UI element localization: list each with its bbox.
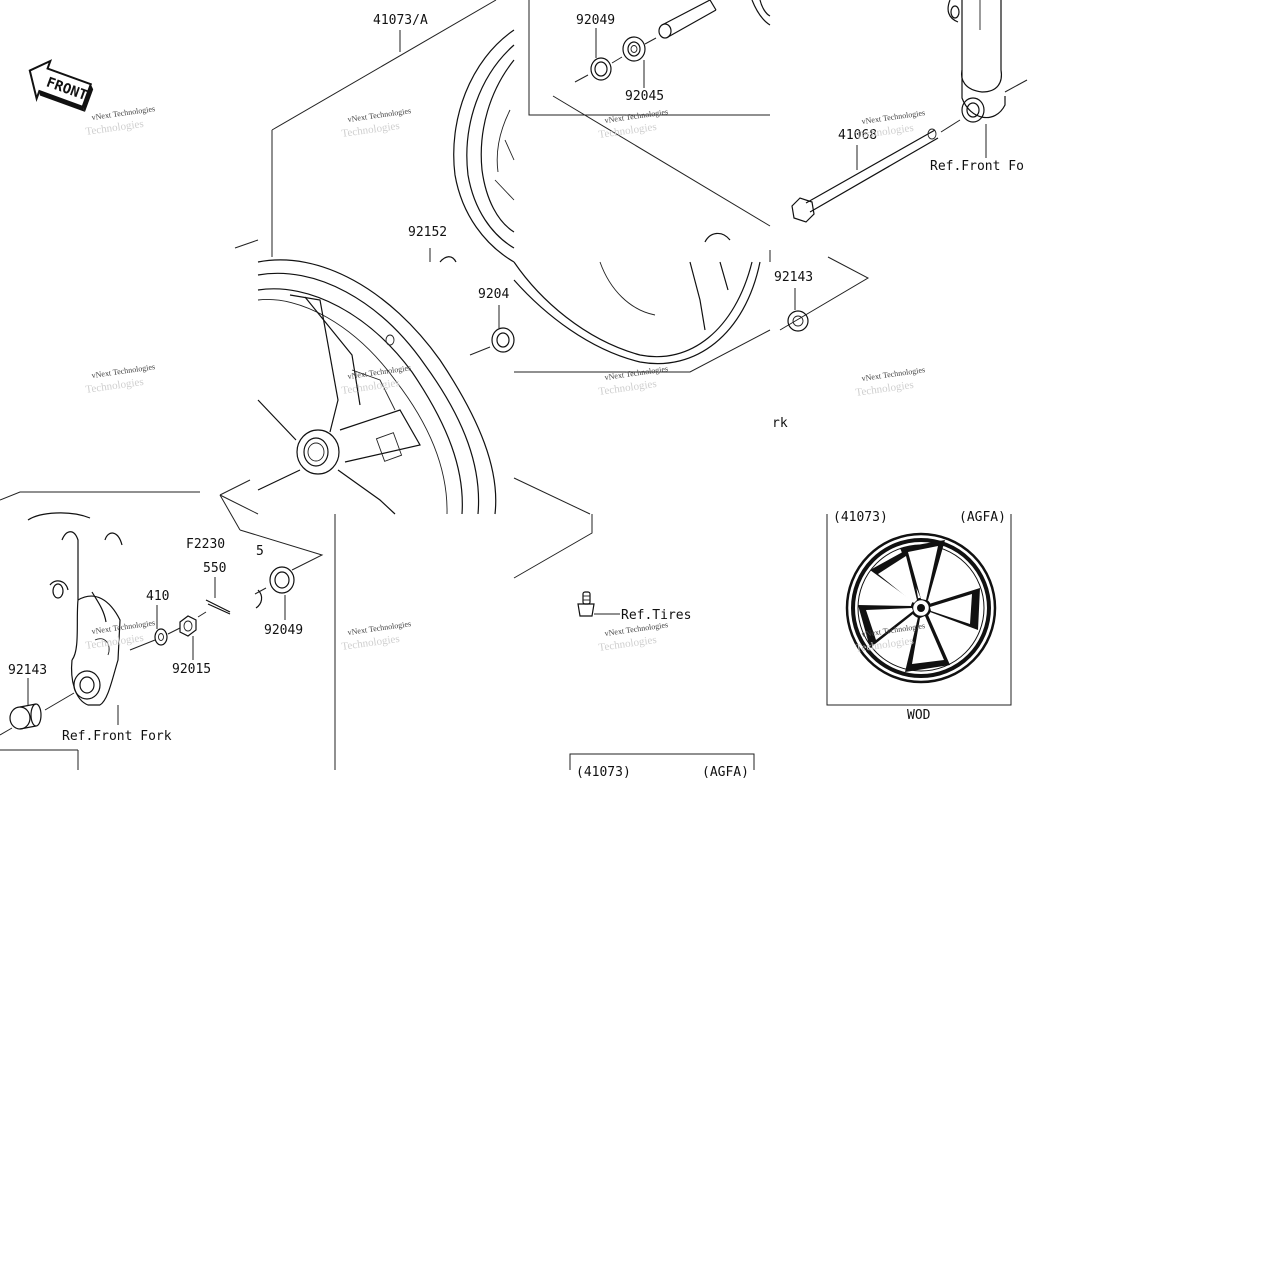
nut-92015 <box>179 615 197 637</box>
part-label-inset-code: (AGFA) <box>959 510 1006 525</box>
wheel-top-view <box>234 0 515 263</box>
watermark-text: vNext Technologies <box>604 107 669 125</box>
watermark-text: vNext Technologies <box>604 364 669 382</box>
part-label-ref-front-fork-left: Ref.Front Fork <box>62 729 172 744</box>
wheel-hub-view <box>219 248 591 515</box>
watermark-text: vNext Technologies <box>91 104 156 122</box>
part-label-collar-right: 92143 <box>774 270 813 285</box>
part-label-inset2-part: (41073) <box>576 765 631 780</box>
part-label-bearing-top: 92045 <box>625 89 664 104</box>
part-label-bearing-mid: 9204 <box>478 287 509 302</box>
front-arrow-icon: FRONT <box>28 59 94 112</box>
cotter-pin-550 <box>205 599 231 615</box>
watermark-text: vNext Technologies <box>347 106 412 124</box>
part-label-cotter-pin-code: F2230 <box>186 537 225 552</box>
oil-seal-92049-bottom <box>269 566 295 594</box>
axle-41068 <box>791 128 939 223</box>
part-label-nut-92015: 92015 <box>172 662 211 677</box>
part-label-collar-left-hub: 92152 <box>408 225 447 240</box>
variant-inset-box-2 <box>569 753 755 770</box>
variant-inset-box <box>826 514 1012 706</box>
collar-92143-right <box>787 310 809 332</box>
part-label-axle: 41068 <box>838 128 877 143</box>
part-label-oil-seal-bottom: 92049 <box>264 623 303 638</box>
fork-leg-right-view <box>791 0 1028 223</box>
part-label-ref-tires: Ref.Tires <box>621 608 691 623</box>
part-label-washer-410: 410 <box>146 589 169 604</box>
tire-valve <box>577 591 595 617</box>
part-label-inset2-code: (AGFA) <box>702 765 749 780</box>
bearing-92045-top <box>622 36 646 62</box>
sleeve-collar <box>658 0 717 39</box>
oil-seal-92049-top <box>590 57 612 81</box>
wheel-lower-view <box>513 232 870 373</box>
part-label-oil-seal-top: 92049 <box>576 13 615 28</box>
part-label-partial-5: 5 <box>256 544 264 559</box>
tire-valve-view <box>334 514 620 770</box>
watermark-text: vNext Technologies <box>91 362 156 380</box>
watermark-text: vNext Technologies <box>861 108 926 126</box>
part-label-ref-front-fork-right: Ref.Front Fo <box>930 159 1024 174</box>
washer-410 <box>154 628 168 646</box>
part-label-wheel-assembly: 41073/A <box>373 13 428 28</box>
part-label-inset-color: WOD <box>907 708 931 723</box>
part-label-pin-550: 550 <box>203 561 226 576</box>
axle-bearing-view <box>528 0 771 227</box>
watermark-text: vNext Technologies <box>91 618 156 636</box>
fork-leg-left-view <box>0 491 324 770</box>
part-label-collar-left: 92143 <box>8 663 47 678</box>
hub-center <box>296 429 340 475</box>
watermark-text: vNext Technologies <box>347 619 412 637</box>
watermark-text: vNext Technologies <box>347 363 412 381</box>
inset-wheel-icon <box>845 532 997 684</box>
bearing-9204-mid <box>491 327 515 353</box>
collar-92143-left <box>9 703 42 730</box>
part-label-ref-fork-fragment: rk <box>772 416 788 431</box>
part-label-inset-part: (41073) <box>833 510 888 525</box>
watermark-text: vNext Technologies <box>861 365 926 383</box>
